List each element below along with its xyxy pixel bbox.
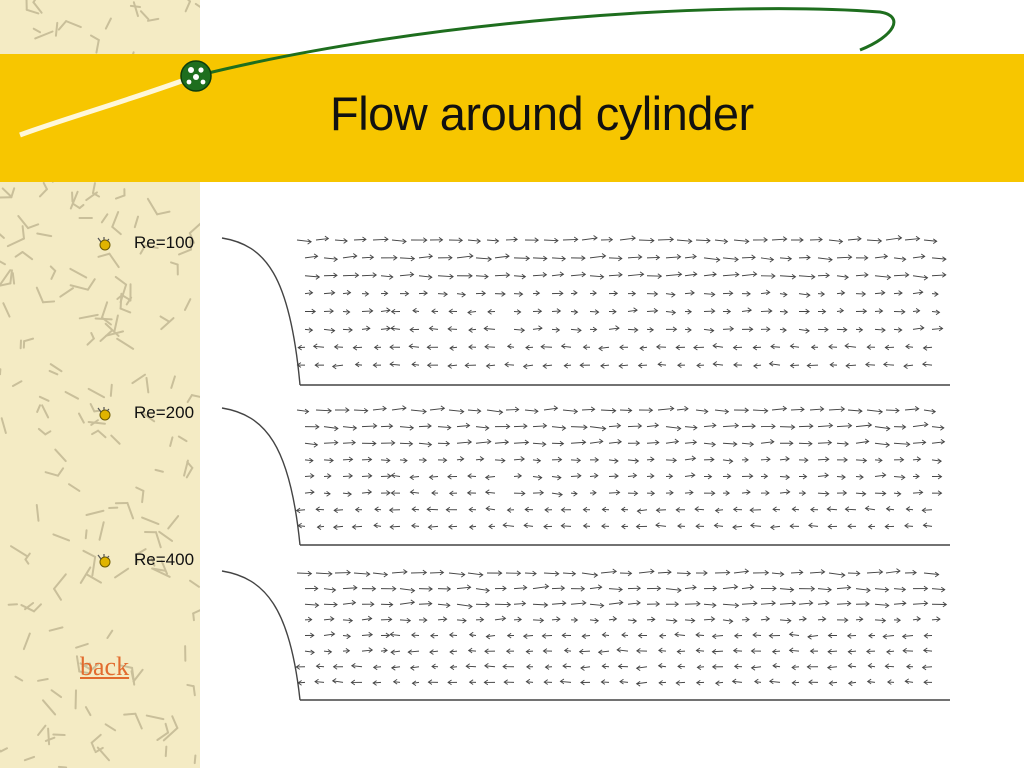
back-link[interactable]: back [80,652,130,681]
lightbulb-bullet-icon [97,554,111,568]
bullet-label: Re=100 [134,233,195,252]
lightbulb-bullet-icon [97,407,111,421]
cylinder-surface [221,570,301,701]
slide-title: Flow around cylinder [330,87,754,140]
cylinder-surface [221,237,301,386]
cylinder-surface [221,407,301,546]
flow-field-re200 [221,405,950,546]
flow-field-re400 [221,568,950,701]
flow-field-re100 [221,235,950,386]
bullet-label: Re=400 [134,550,195,569]
lightbulb-bullet-icon [97,237,111,251]
bullet-label: Re=200 [134,403,195,422]
